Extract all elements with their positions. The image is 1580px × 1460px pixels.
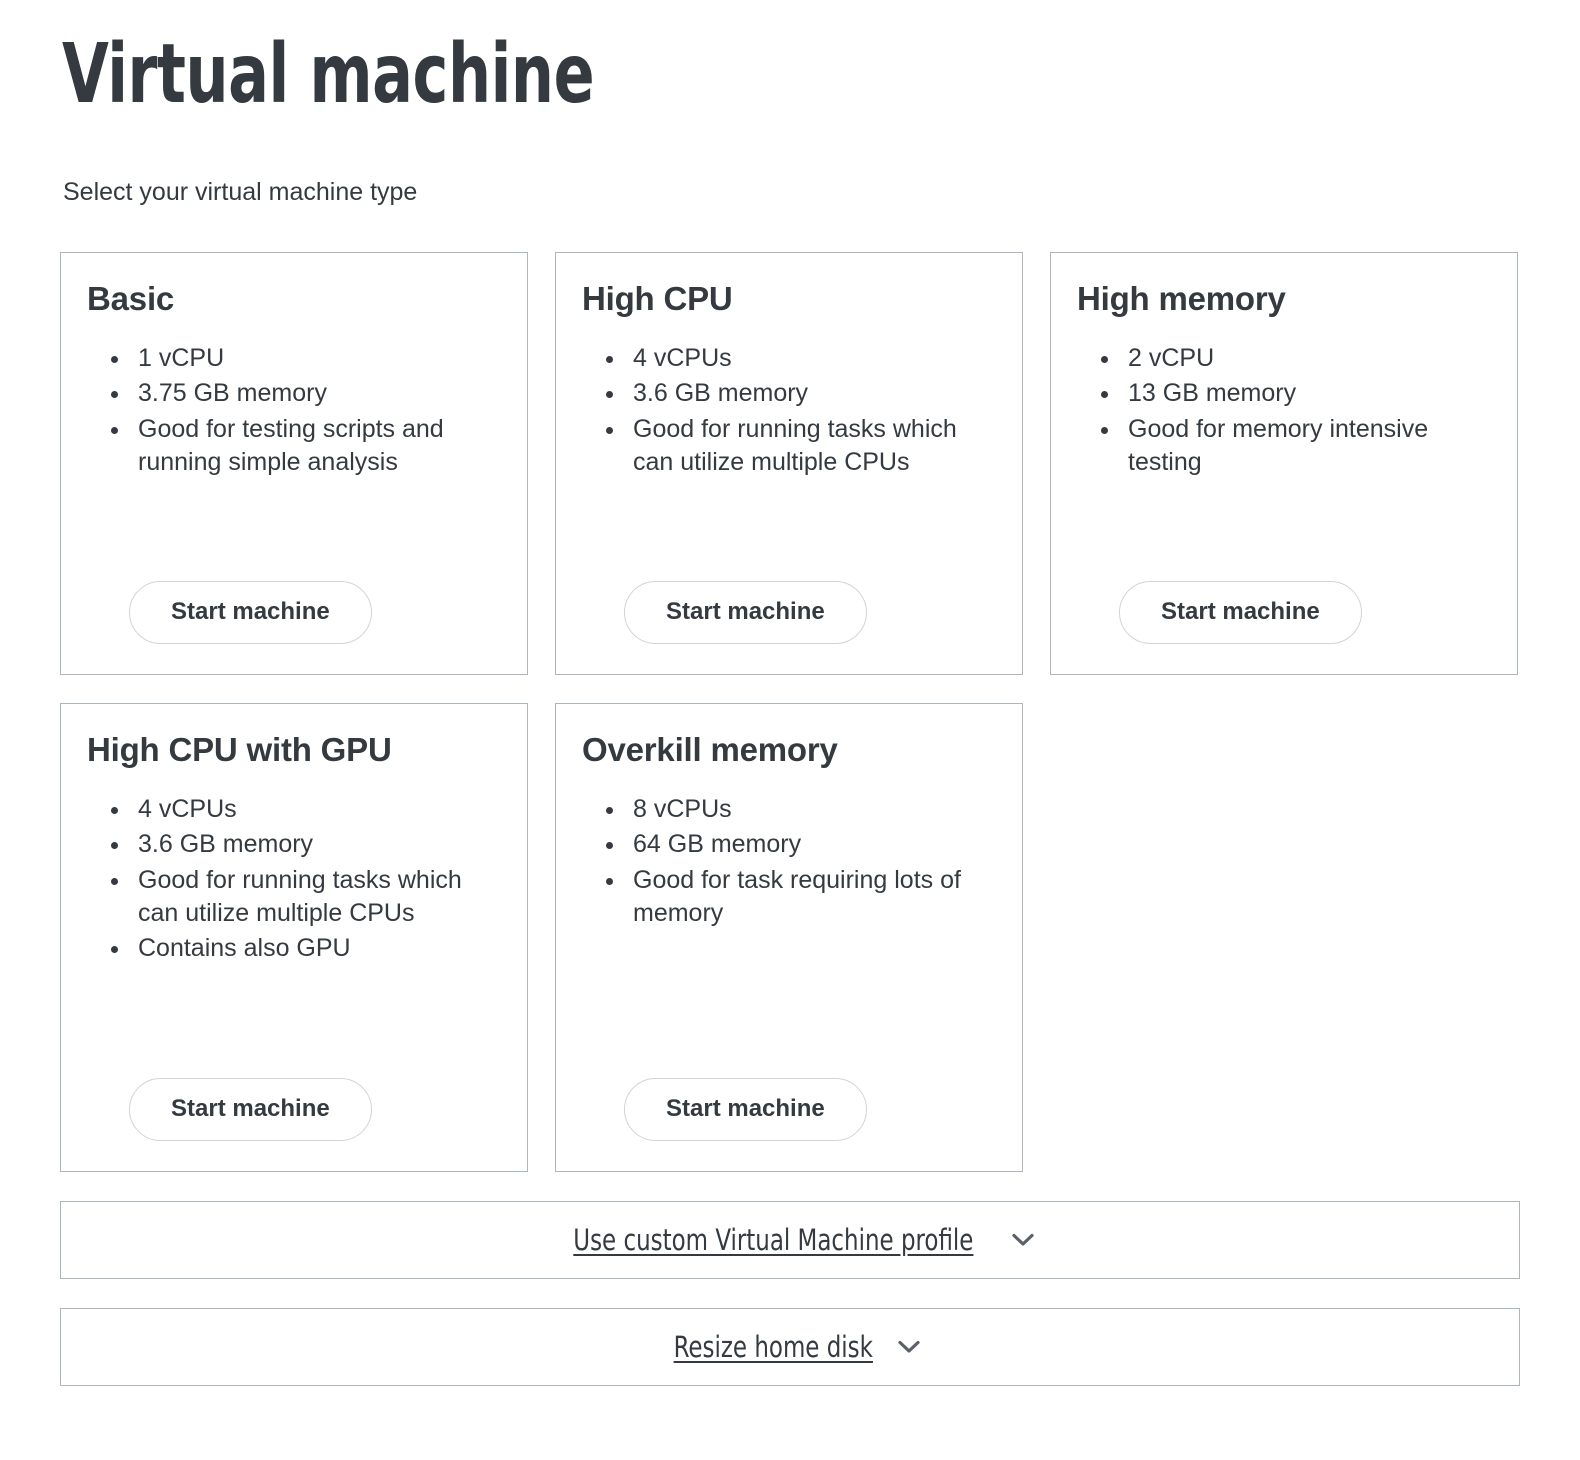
chevron-down-icon xyxy=(898,1340,920,1354)
accordion-custom-vm-profile[interactable]: Use custom Virtual Machine profile xyxy=(60,1200,1520,1279)
vm-spec-list: 4 vCPUs 3.6 GB memory Good for running t… xyxy=(582,342,996,555)
vm-spec-item: 3.75 GB memory xyxy=(132,377,501,410)
vm-spec-item: 64 GB memory xyxy=(627,828,996,861)
accordion-resize-home-disk[interactable]: Resize home disk xyxy=(60,1307,1520,1386)
vm-spec-item: 3.6 GB memory xyxy=(132,828,501,861)
start-machine-button[interactable]: Start machine xyxy=(129,1078,372,1141)
vm-card-title: Overkill memory xyxy=(582,730,838,768)
vm-spec-list: 8 vCPUs 64 GB memory Good for task requi… xyxy=(582,793,996,1052)
vm-spec-item: 4 vCPUs xyxy=(132,793,501,826)
card-action-row: Start machine xyxy=(582,1078,996,1141)
card-action-row: Start machine xyxy=(87,581,501,644)
vm-card-title: High CPU with GPU xyxy=(87,730,392,768)
vm-spec-item: 13 GB memory xyxy=(1122,377,1491,410)
vm-spec-list: 1 vCPU 3.75 GB memory Good for testing s… xyxy=(87,342,501,555)
vm-spec-item: 3.6 GB memory xyxy=(627,377,996,410)
vm-spec-list: 2 vCPU 13 GB memory Good for memory inte… xyxy=(1077,342,1491,555)
card-action-row: Start machine xyxy=(87,1078,501,1141)
vm-spec-item: Good for testing scripts and running sim… xyxy=(132,413,501,480)
vm-spec-list: 4 vCPUs 3.6 GB memory Good for running t… xyxy=(87,793,501,1052)
vm-card-high-cpu[interactable]: High CPU 4 vCPUs 3.6 GB memory Good for … xyxy=(555,251,1023,675)
vm-spec-item: 8 vCPUs xyxy=(627,793,996,826)
vm-type-card-grid: Basic 1 vCPU 3.75 GB memory Good for tes… xyxy=(60,251,1520,1172)
vm-card-basic[interactable]: Basic 1 vCPU 3.75 GB memory Good for tes… xyxy=(60,251,528,675)
vm-card-title: Basic xyxy=(87,279,175,317)
start-machine-button[interactable]: Start machine xyxy=(624,1078,867,1141)
accordion-label: Use custom Virtual Machine profile xyxy=(572,1222,974,1257)
vm-spec-item: Good for running tasks which can utilize… xyxy=(627,413,996,480)
vm-spec-item: Good for memory intensive testing xyxy=(1122,413,1491,480)
vm-spec-item: 2 vCPU xyxy=(1122,342,1491,375)
chevron-down-icon xyxy=(1012,1233,1034,1247)
page-title: Virtual machine xyxy=(62,27,595,122)
accordion-label: Resize home disk xyxy=(673,1329,873,1364)
start-machine-button[interactable]: Start machine xyxy=(624,581,867,644)
virtual-machine-page: Virtual machine Select your virtual mach… xyxy=(0,0,1580,1386)
card-action-row: Start machine xyxy=(582,581,996,644)
vm-spec-item: Good for running tasks which can utilize… xyxy=(132,864,501,931)
vm-card-high-cpu-with-gpu[interactable]: High CPU with GPU 4 vCPUs 3.6 GB memory … xyxy=(60,702,528,1172)
vm-spec-item: 4 vCPUs xyxy=(627,342,996,375)
vm-card-title: High memory xyxy=(1077,279,1286,317)
vm-spec-item: Contains also GPU xyxy=(132,932,501,965)
vm-spec-item: 1 vCPU xyxy=(132,342,501,375)
card-action-row: Start machine xyxy=(1077,581,1491,644)
vm-card-high-memory[interactable]: High memory 2 vCPU 13 GB memory Good for… xyxy=(1050,251,1518,675)
vm-card-overkill-memory[interactable]: Overkill memory 8 vCPUs 64 GB memory Goo… xyxy=(555,702,1023,1172)
vm-spec-item: Good for task requiring lots of memory xyxy=(627,864,996,931)
start-machine-button[interactable]: Start machine xyxy=(1119,581,1362,644)
page-subtitle: Select your virtual machine type xyxy=(63,178,418,206)
vm-card-title: High CPU xyxy=(582,279,733,317)
start-machine-button[interactable]: Start machine xyxy=(129,581,372,644)
